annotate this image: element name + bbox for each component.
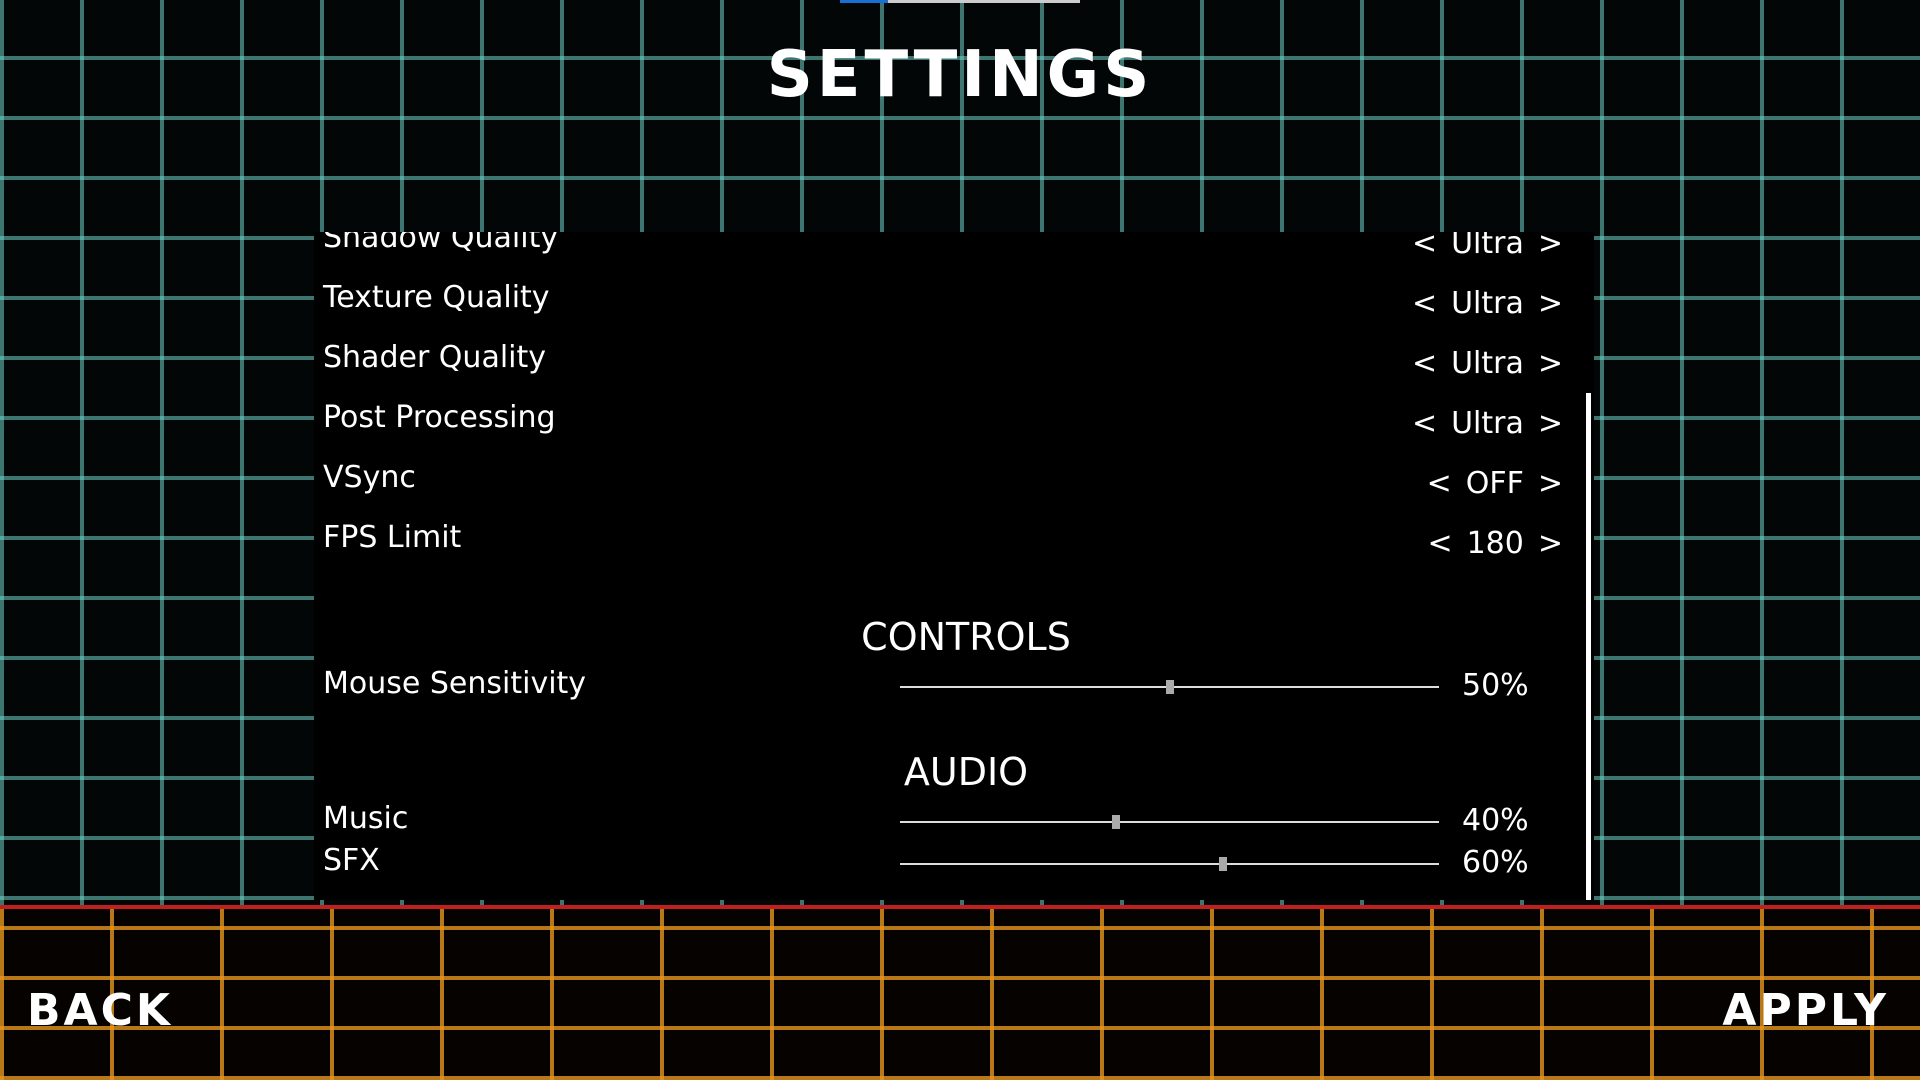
slider-handle[interactable] (1219, 857, 1228, 871)
chevron-left-icon[interactable]: < (1411, 286, 1438, 321)
slider-handle[interactable] (1111, 815, 1120, 829)
option-value: Ultra (1451, 346, 1524, 381)
chevron-left-icon[interactable]: < (1426, 466, 1452, 501)
music-value: 40% (1462, 803, 1529, 838)
option-selector: < Ultra > (1412, 286, 1563, 321)
option-selector: < Ultra > (1412, 406, 1563, 441)
loading-bar (840, 0, 1080, 3)
setting-row-shadow-quality: Shadow Quality < Ultra > (323, 232, 1563, 264)
sfx-value: 60% (1462, 845, 1529, 880)
setting-label: Post Processing (323, 400, 556, 435)
setting-row-post-processing: Post Processing < Ultra > (323, 400, 1563, 444)
setting-row-vsync: VSync < OFF > (323, 460, 1563, 504)
slider-handle[interactable] (1165, 680, 1174, 694)
grid-floor (0, 905, 1920, 1080)
settings-list[interactable]: Shadow Quality < Ultra >Texture Quality … (314, 232, 1594, 900)
setting-label: FPS Limit (323, 520, 462, 555)
chevron-right-icon[interactable]: > (1537, 346, 1563, 381)
chevron-left-icon[interactable]: < (1411, 232, 1438, 261)
chevron-right-icon[interactable]: > (1537, 232, 1563, 261)
setting-label: Mouse Sensitivity (323, 666, 587, 701)
apply-button[interactable]: APPLY (1722, 985, 1889, 1036)
loading-bar-fill (840, 0, 888, 3)
option-value: Ultra (1451, 232, 1524, 261)
setting-label: Texture Quality (323, 280, 550, 315)
setting-label: Shadow Quality (323, 232, 559, 255)
option-value: 180 (1466, 526, 1524, 561)
option-selector: < 180 > (1427, 526, 1563, 561)
option-value: Ultra (1451, 286, 1524, 321)
setting-row-shader-quality: Shader Quality < Ultra > (323, 340, 1563, 384)
music-slider[interactable] (900, 815, 1439, 829)
chevron-right-icon[interactable]: > (1537, 526, 1563, 561)
setting-label: Music (323, 801, 409, 836)
music-row: Music 40% (323, 801, 1563, 845)
setting-row-fps-limit: FPS Limit < 180 > (323, 520, 1563, 564)
option-value: OFF (1465, 466, 1524, 501)
option-selector: < OFF > (1427, 466, 1563, 501)
sfx-slider[interactable] (900, 857, 1439, 871)
mouse-sensitivity-slider[interactable] (900, 680, 1439, 694)
scrollbar[interactable] (1586, 393, 1591, 900)
chevron-right-icon[interactable]: > (1537, 466, 1563, 501)
option-selector: < Ultra > (1412, 232, 1563, 261)
controls-heading: CONTROLS (861, 615, 1071, 659)
option-selector: < Ultra > (1412, 346, 1563, 381)
sfx-row: SFX 60% (323, 843, 1563, 887)
page-title: SETTINGS (766, 38, 1154, 112)
chevron-left-icon[interactable]: < (1427, 526, 1453, 561)
mouse-sensitivity-value: 50% (1462, 668, 1529, 703)
option-value: Ultra (1451, 406, 1524, 441)
chevron-left-icon[interactable]: < (1411, 346, 1438, 381)
back-button[interactable]: BACK (27, 985, 173, 1036)
setting-label: VSync (323, 460, 416, 495)
setting-row-texture-quality: Texture Quality < Ultra > (323, 280, 1563, 324)
audio-heading: AUDIO (903, 750, 1029, 794)
chevron-right-icon[interactable]: > (1537, 286, 1563, 321)
mouse-sensitivity-row: Mouse Sensitivity 50% (323, 666, 1563, 710)
setting-label: SFX (323, 843, 380, 878)
setting-label: Shader Quality (323, 340, 547, 375)
chevron-left-icon[interactable]: < (1411, 406, 1438, 441)
chevron-right-icon[interactable]: > (1537, 406, 1563, 441)
